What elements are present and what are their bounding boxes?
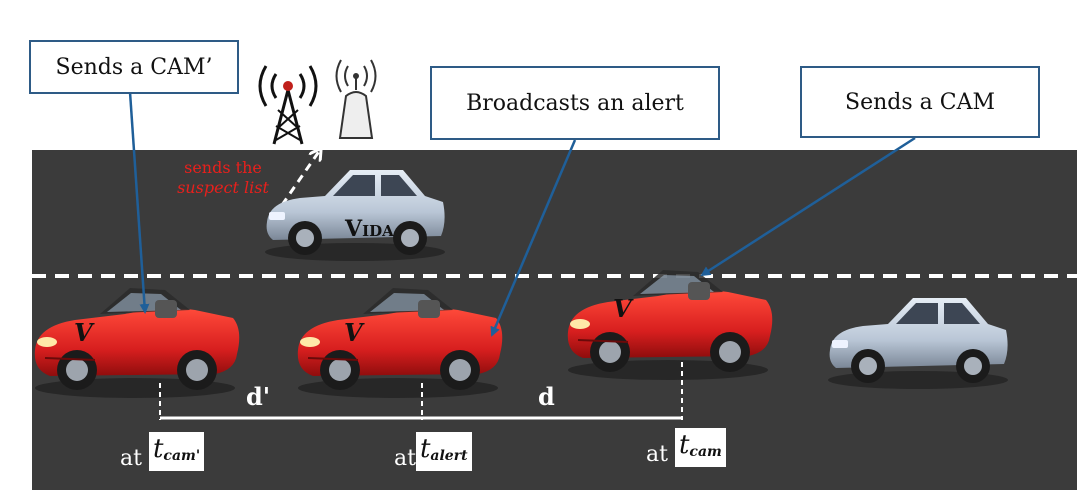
suspect-list-arrow — [280, 150, 320, 206]
vida-label: VIDA — [345, 216, 394, 242]
suspect-list-note-line2: suspect list — [177, 178, 269, 197]
suspect-list-note-line1: sends the — [184, 158, 262, 177]
timestamp-cam-prime: at tcam' — [120, 432, 205, 471]
antenna-tower-icon — [258, 65, 318, 145]
road-side-unit-icon — [335, 59, 377, 139]
callout-arrow-cam-prime — [128, 91, 150, 314]
t-symbol: t — [678, 430, 690, 460]
vehicle-label-v: V — [613, 294, 632, 323]
t-cam-prime-box: tcam' — [148, 432, 205, 471]
vida-label-main: V — [345, 216, 363, 242]
callout-arrow-cam — [700, 136, 916, 277]
vehicle-label-v: V — [344, 318, 363, 347]
vehicle-label-v: V — [74, 318, 93, 347]
t-cam-sub: cam — [689, 444, 722, 460]
suspect-list-note: sends the suspect list — [168, 158, 278, 198]
t-symbol: t — [419, 434, 431, 464]
distance-markers — [159, 362, 683, 420]
t-cam-box: tcam — [674, 428, 726, 467]
callout-sends-cam: Sends a CAM — [800, 66, 1040, 138]
vida-label-sub: IDA — [362, 222, 394, 240]
t-cam-prime-sub: cam' — [163, 448, 201, 464]
callout-arrow-alert — [490, 139, 577, 337]
t-alert-sub: alert — [430, 448, 468, 464]
t-symbol: t — [152, 434, 164, 464]
at-label: at — [646, 442, 668, 467]
distance-label-d-prime: d' — [246, 382, 271, 411]
callout-broadcasts-alert: Broadcasts an alert — [430, 66, 720, 140]
t-alert-box: talert — [415, 432, 472, 471]
callout-sends-cam-prime: Sends a CAM’ — [29, 40, 239, 94]
timestamp-cam: at tcam — [646, 428, 726, 467]
at-label: at — [120, 446, 142, 471]
at-label: at — [394, 446, 416, 471]
distance-label-d: d — [538, 382, 555, 411]
